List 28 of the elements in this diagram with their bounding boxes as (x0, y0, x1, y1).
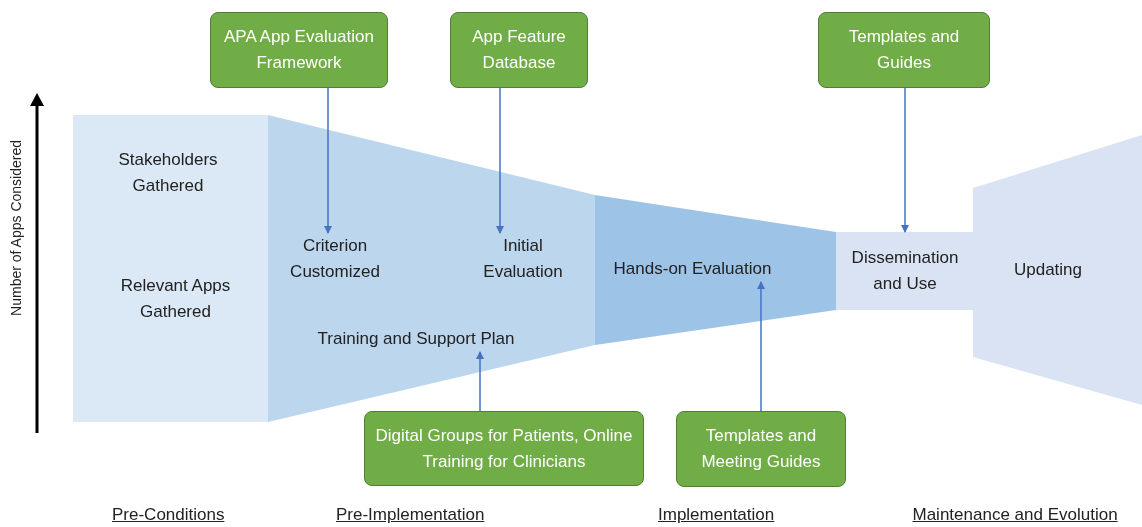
funnel-stage (268, 115, 595, 422)
arrow (496, 87, 504, 234)
funnel-stage (73, 115, 268, 422)
arrow (757, 281, 765, 412)
funnel-stage (836, 232, 973, 310)
stage-text: Hands-on Evaluation (612, 258, 773, 280)
arrow (901, 87, 909, 233)
stage-text: Initial Evaluation (468, 233, 578, 285)
phase-label: Maintenance and Evolution (912, 505, 1118, 525)
phase-label: Pre-Conditions (112, 505, 225, 525)
axis-label: Number of Apps Considered (8, 140, 24, 316)
phase-label: Implementation (658, 505, 775, 525)
resource-box: App Feature Database (450, 12, 588, 88)
funnel-stage (595, 195, 836, 345)
stage-text: Stakeholders Gathered (117, 149, 219, 197)
resource-box: Templates and Guides (818, 12, 990, 88)
stage-text: Criterion Customized (280, 233, 390, 285)
arrow (476, 351, 484, 412)
stage-text: Training and Support Plan (296, 326, 536, 352)
resource-box: Templates and Meeting Guides (676, 411, 846, 487)
stage-text: Updating (1013, 259, 1083, 281)
stage-text: Relevant Apps Gathered (119, 275, 232, 323)
resource-box: Digital Groups for Patients, Online Training for Clinicians (364, 411, 644, 486)
stage-text: Dissemination and Use (850, 247, 960, 295)
resource-box: APA App Evaluation Framework (210, 12, 388, 88)
arrow (324, 87, 332, 234)
funnel-stage (973, 135, 1142, 405)
phase-label: Pre-Implementation (336, 505, 485, 525)
